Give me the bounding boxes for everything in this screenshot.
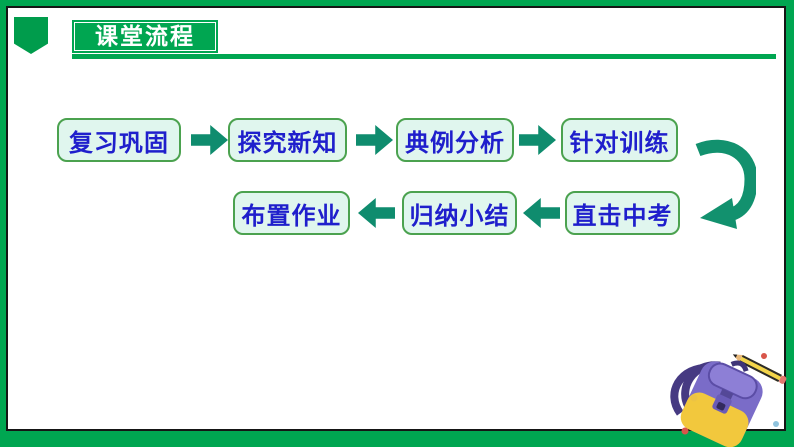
flow-step-explore: 探究新知 <box>228 118 347 162</box>
flow-step-label: 复习巩固 <box>69 129 169 157</box>
flow-step-label: 典例分析 <box>405 129 505 157</box>
backpack-pencil-decor <box>670 353 787 447</box>
flow-step-homework: 布置作业 <box>233 191 350 235</box>
flow-step-summary: 归纳小结 <box>402 191 517 235</box>
backpack-icon <box>670 360 763 447</box>
u-turn-arrow-icon <box>695 139 756 229</box>
flow-step-label: 针对训练 <box>569 129 670 157</box>
slide-title-box: 课堂流程 <box>72 20 218 53</box>
flow-step-training: 针对训练 <box>561 118 678 162</box>
pencil-icon <box>732 354 787 384</box>
flow-step-label: 探究新知 <box>237 129 338 157</box>
title-underline-bar <box>72 54 776 59</box>
blue-dot <box>773 421 779 427</box>
flow-step-label: 归纳小结 <box>409 202 510 230</box>
flow-step-label: 布置作业 <box>241 202 342 230</box>
slide-title: 课堂流程 <box>95 23 195 49</box>
red-dot <box>761 353 767 359</box>
flow-step-review: 复习巩固 <box>57 118 181 162</box>
flow-step-exam: 直击中考 <box>565 191 680 235</box>
yellow-dot <box>690 394 698 402</box>
red-dot <box>681 427 689 435</box>
flow-step-examples: 典例分析 <box>396 118 514 162</box>
flow-step-label: 直击中考 <box>572 202 673 230</box>
